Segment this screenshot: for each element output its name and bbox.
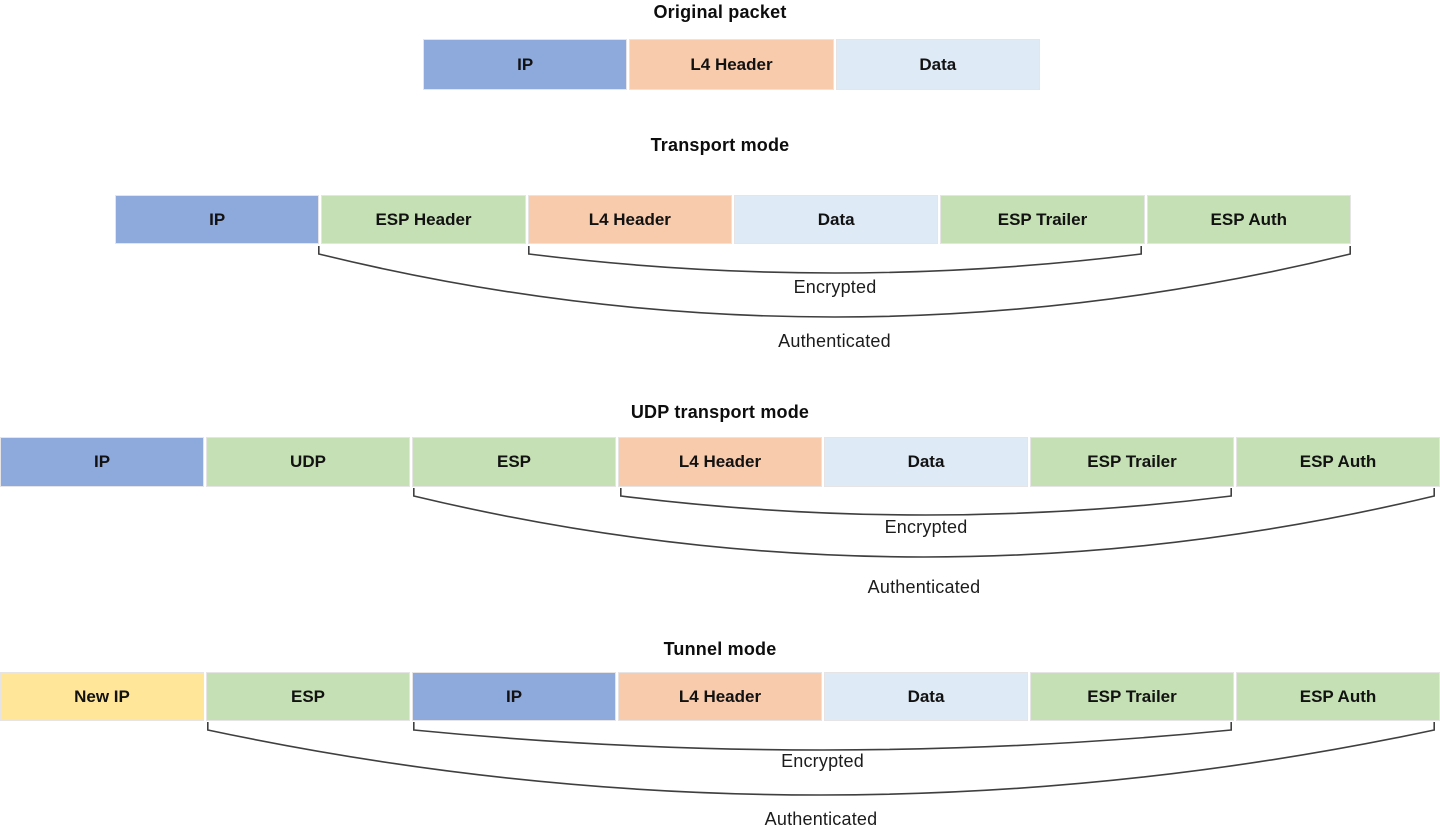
packet-box-udp-ip: IP — [0, 437, 204, 487]
packet-box-tunnel-new-ip: New IP — [0, 672, 204, 721]
udp-authenticated-bracket-curve — [413, 488, 1435, 558]
packet-box-tunnel-ip: IP — [412, 672, 616, 721]
udp-authenticated-bracket — [413, 488, 1435, 566]
udp-encrypted-bracket — [620, 488, 1232, 522]
tunnel-authenticated-bracket-curve — [207, 722, 1435, 796]
packet-box-udp-data: Data — [824, 437, 1028, 487]
transport-authenticated-bracket-curve — [318, 246, 1351, 318]
tunnel-authenticated-label: Authenticated — [764, 809, 878, 829]
section-title-original-packet: Original packet — [653, 2, 787, 22]
packet-box-transport-esp-auth: ESP Auth — [1146, 195, 1351, 244]
packet-box-udp-esp-trailer: ESP Trailer — [1030, 437, 1234, 487]
section-title-tunnel-mode: Tunnel mode — [663, 639, 777, 659]
transport-encrypted-bracket-curve — [528, 246, 1142, 274]
packet-box-transport-esp-trailer: ESP Trailer — [940, 195, 1145, 244]
transport-authenticated-bracket — [318, 246, 1351, 326]
packet-box-tunnel-esp-auth: ESP Auth — [1236, 672, 1440, 721]
section-title-udp-transport-mode: UDP transport mode — [630, 402, 810, 422]
tunnel-encrypted-bracket — [413, 722, 1232, 758]
packet-box-tunnel-esp: ESP — [206, 672, 410, 721]
packet-box-transport-l4-header: L4 Header — [527, 195, 732, 244]
packet-box-udp-l4-header: L4 Header — [618, 437, 822, 487]
section-title-transport-mode: Transport mode — [650, 135, 790, 155]
udp-authenticated-label: Authenticated — [867, 577, 981, 597]
transport-encrypted-label: Encrypted — [793, 277, 877, 297]
packet-row-transport: IP ESP Header L4 Header Data ESP Trailer… — [115, 195, 1351, 244]
packet-box-transport-data: Data — [733, 195, 939, 244]
packet-box-transport-ip: IP — [115, 195, 320, 244]
packet-box-tunnel-esp-trailer: ESP Trailer — [1030, 672, 1234, 721]
tunnel-encrypted-bracket-curve — [413, 722, 1232, 751]
transport-authenticated-label: Authenticated — [778, 331, 891, 351]
udp-encrypted-bracket-curve — [620, 488, 1232, 516]
packet-box-tunnel-data: Data — [824, 672, 1028, 721]
packet-box-udp-esp: ESP — [412, 437, 616, 487]
packet-box-tunnel-l4-header: L4 Header — [618, 672, 822, 721]
packet-box-udp-esp-auth: ESP Auth — [1236, 437, 1440, 487]
packet-box-original-l4-header: L4 Header — [629, 39, 834, 90]
packet-row-udp-transport: IP UDP ESP L4 Header Data ESP Trailer ES… — [0, 437, 1440, 487]
tunnel-encrypted-label: Encrypted — [781, 751, 864, 771]
packet-box-transport-esp-header: ESP Header — [321, 195, 526, 244]
packet-box-udp-udp: UDP — [206, 437, 410, 487]
packet-box-original-ip: IP — [423, 39, 628, 90]
packet-row-original: IP L4 Header Data — [423, 39, 1040, 90]
tunnel-authenticated-bracket — [207, 722, 1435, 806]
packet-box-original-data: Data — [835, 39, 1040, 90]
transport-encrypted-bracket — [528, 246, 1142, 280]
udp-encrypted-label: Encrypted — [884, 517, 968, 537]
packet-row-tunnel: New IP ESP IP L4 Header Data ESP Trailer… — [0, 672, 1440, 721]
